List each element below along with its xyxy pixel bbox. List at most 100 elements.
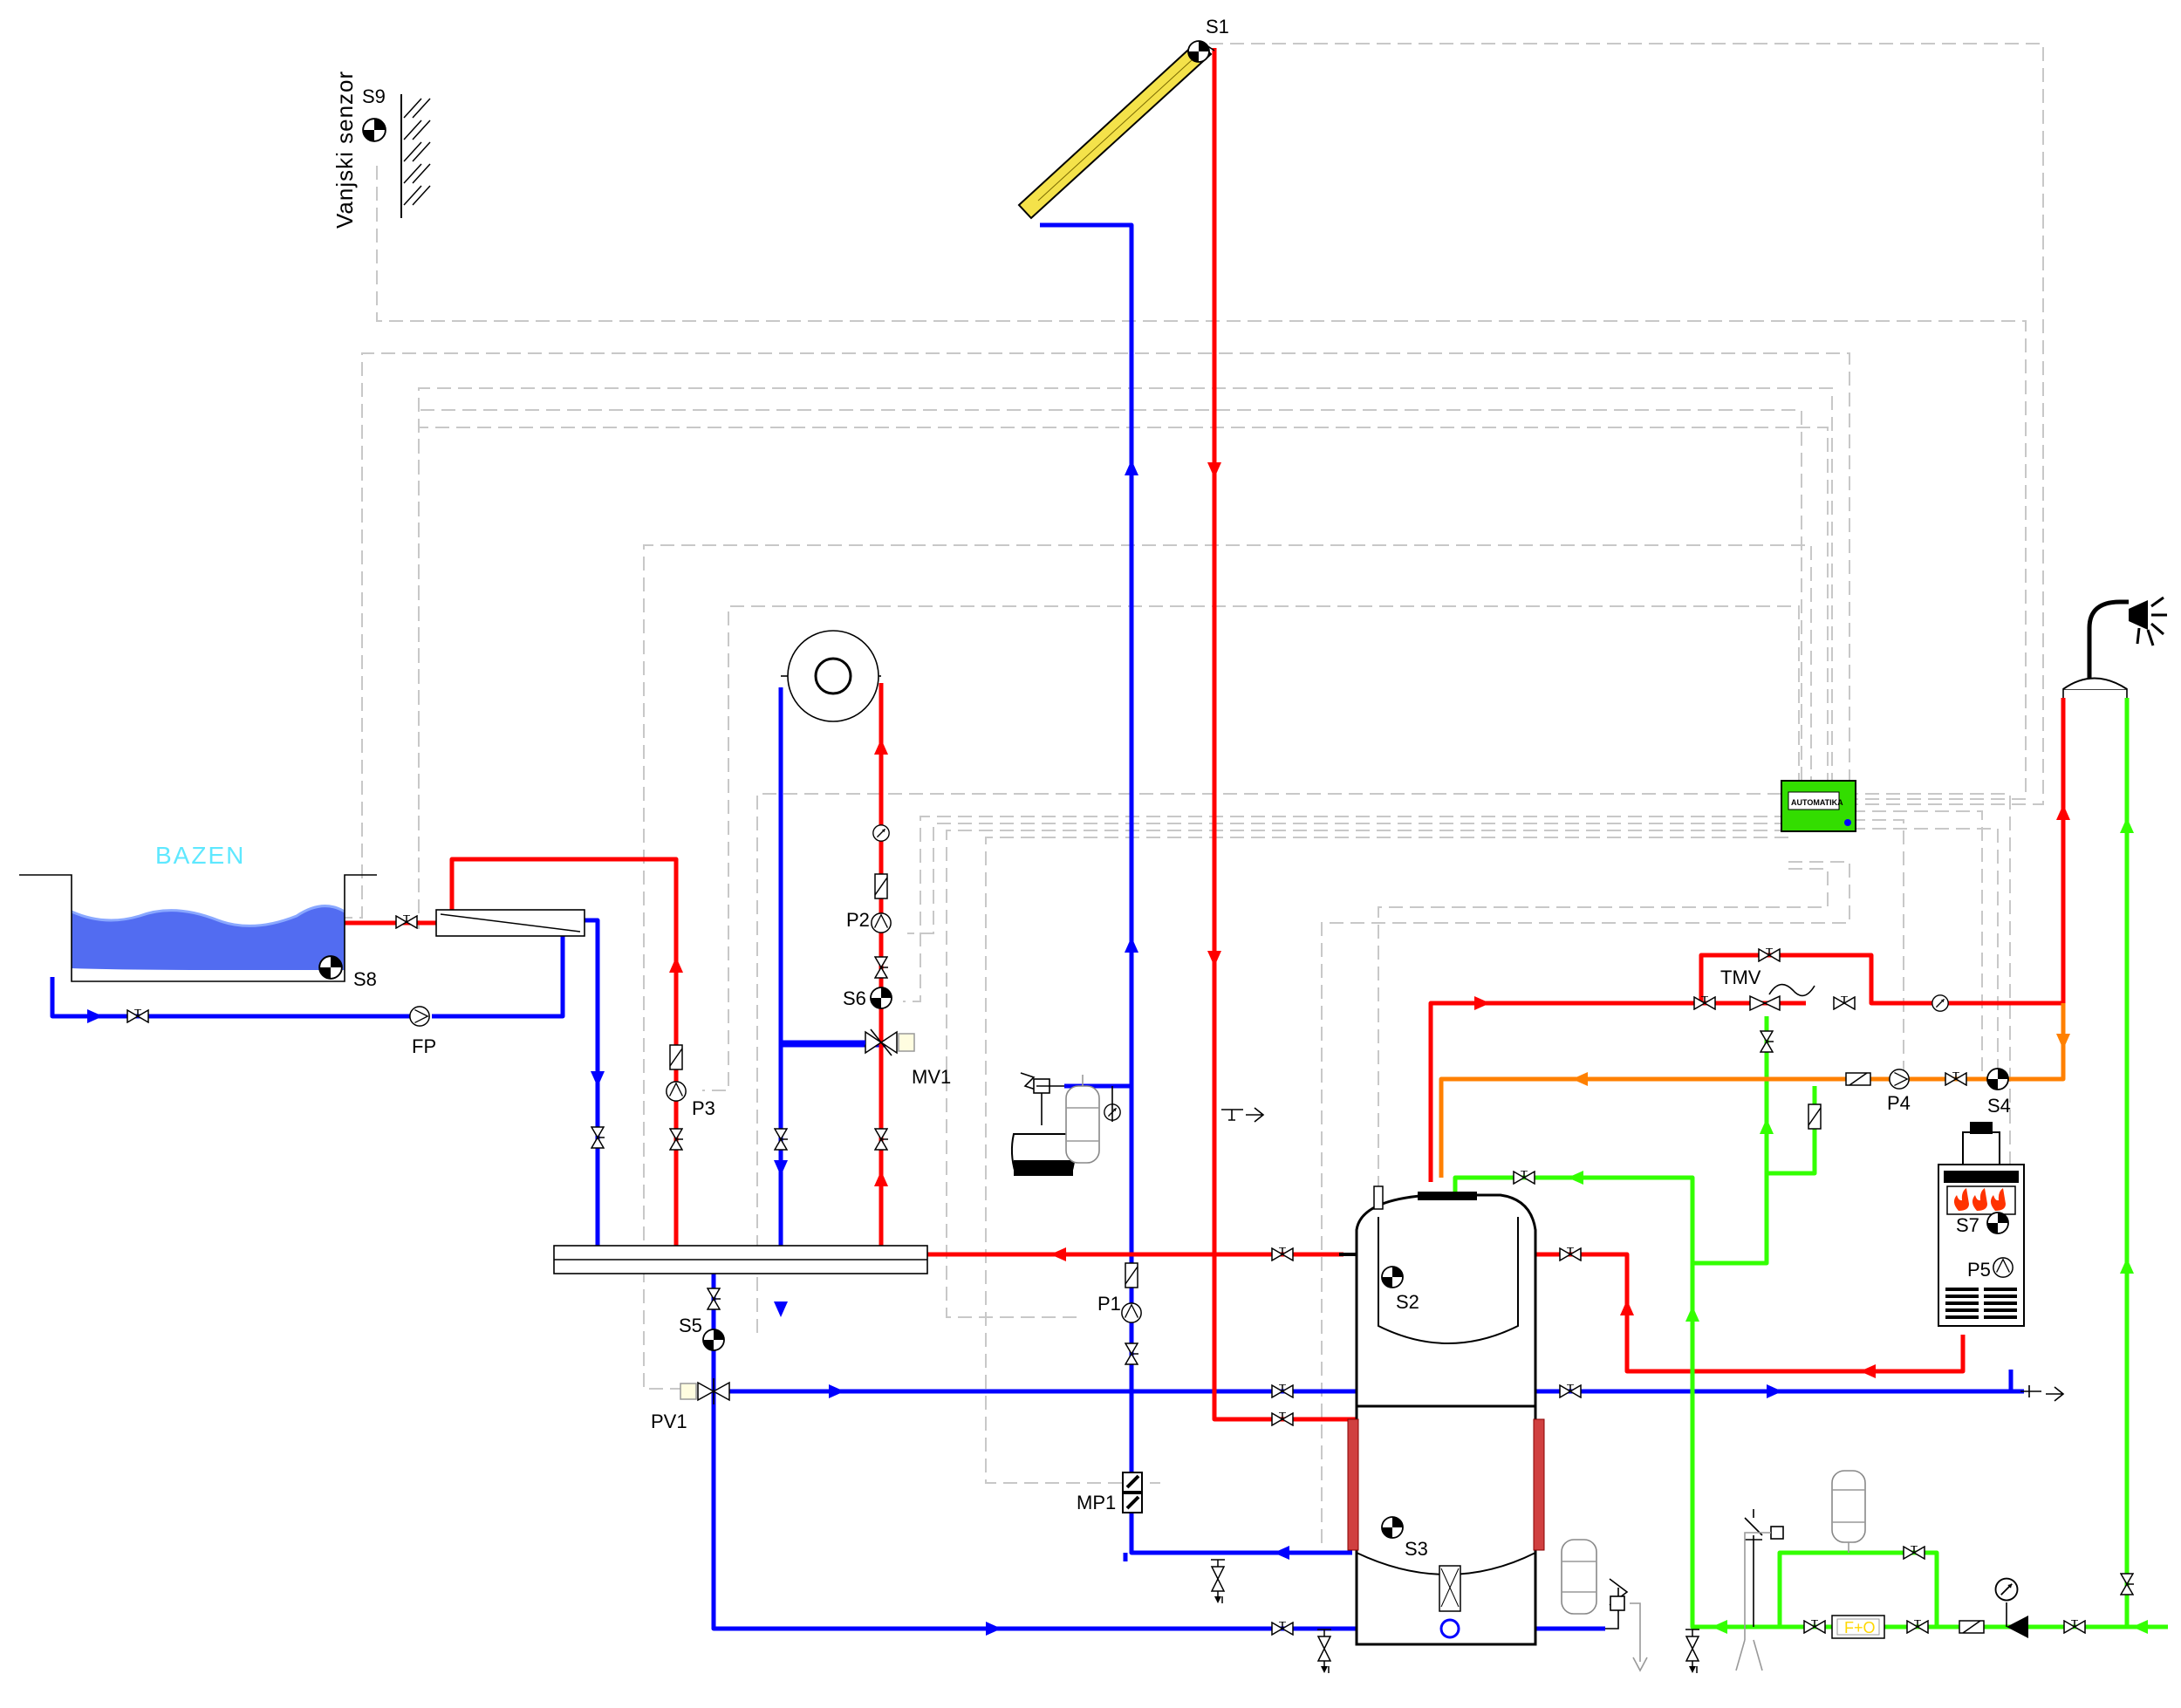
valve-icon [669,1128,683,1151]
manometer-icon [1931,994,1949,1012]
valve-icon [1271,1247,1294,1261]
solar-station: P1 MP1 [1010,1072,1143,1513]
shower [2062,596,2167,698]
label-s5: S5 [679,1315,702,1336]
pipes-potable [1453,698,2168,1629]
gas-boiler: S7 P5 [1938,1122,2025,1327]
label-tmv: TMV [1720,967,1761,988]
manifold [553,1245,928,1274]
sensor-s8-icon [318,955,343,980]
check-valve-icon [1125,1262,1138,1288]
label-pv1: PV1 [651,1411,687,1432]
sensor-s1-icon [1187,40,1210,63]
check-valve-icon [874,873,888,899]
solar-collector: S1 [1017,16,1229,220]
valve-icon [874,956,888,979]
valve-icon [1271,1384,1294,1398]
valve-icon [1903,1546,1925,1560]
valve-icon [1125,1342,1138,1365]
sensor-s5-icon [702,1329,725,1351]
sensor-s3-icon [1381,1516,1404,1539]
controller-label: AUTOMATIKA [1791,798,1843,807]
valve-icon [1758,948,1781,962]
drain-valve-icon [1685,1629,1700,1674]
sensor-s2-icon [1381,1266,1404,1288]
label-s3: S3 [1405,1538,1428,1560]
pump-p3-icon [666,1081,687,1102]
controller: AUTOMATIKA [1781,780,1856,832]
valve-icon [591,1126,605,1149]
check-valve-icon [669,1044,683,1070]
thermostatic-mixer: TMV [1720,967,1949,1012]
valve-icon [395,915,418,929]
label-p4: P4 [1887,1092,1911,1114]
cold-water-inlet: F+O [1735,1470,2028,1671]
valve-icon [1559,1384,1582,1398]
label-fp: FP [412,1035,436,1057]
pump-p5-icon [1993,1257,2013,1278]
tank-safety-group [1561,1539,1648,1672]
outdoor-sensor-label: Vanjski senzor [332,71,358,229]
floor-heating-loop [781,630,881,722]
valve-icon [2120,1573,2134,1595]
pool-diverter: S5 PV1 [651,1288,730,1432]
pool-heat-exchanger: FP [126,909,585,1057]
drain-valve-icon [1316,1629,1332,1674]
recirculation-components: P4 S4 [1808,1068,2011,1130]
label-s2: S2 [1396,1291,1419,1313]
check-valve-icon [1959,1620,1985,1634]
valve-icon [2063,1620,2086,1634]
inline-valves [1210,948,2134,1674]
pump-p1-icon [1121,1302,1142,1323]
heating-circuit-components: P3 P2 S6 MV1 [591,824,951,1151]
pipes-hot [345,48,2066,1422]
shower-icon [2136,596,2167,646]
valve-icon [707,1288,721,1310]
label-s8: S8 [353,968,377,990]
valve-icon [1760,1030,1774,1053]
valve-icon [1271,1622,1294,1636]
pipes-cold [50,222,2024,1631]
label-s4: S4 [1987,1095,2011,1117]
outdoor-sensor: Vanjski senzor S9 [332,71,431,229]
storage-tank: S2 S3 [1339,1185,1545,1646]
valve-icon [1513,1171,1535,1185]
check-valve-icon [1845,1072,1871,1086]
flame-icon [1953,1188,2006,1211]
gauge-label: F+O [1844,1619,1876,1636]
valve-icon [126,1009,149,1023]
manometer-icon [872,824,890,842]
flow-arrows [87,460,2148,1636]
check-valve-icon [1808,1103,1822,1130]
label-s1: S1 [1206,16,1229,38]
label-s6: S6 [843,987,866,1009]
label-p3: P3 [692,1097,715,1119]
manometer-icon [1994,1577,2019,1602]
label-p2: P2 [846,909,870,931]
valve-icon [774,1128,788,1151]
pool-label: BAZEN [155,842,245,869]
valve-icon [1559,1247,1582,1261]
valve-icon [1906,1620,1929,1634]
valve-icon [874,1128,888,1151]
sensor-s9-icon [362,118,386,142]
sensor-s7-icon [1986,1212,2009,1234]
pump-p2-icon [871,912,892,933]
valve-icon [1945,1072,1967,1086]
pool: BAZEN S8 [19,842,377,990]
sensor-s4-icon [1986,1068,2009,1090]
label-p5: P5 [1967,1259,1991,1281]
pump-p4-icon [1889,1069,1910,1090]
valve-icon [1803,1620,1826,1634]
drain-valve-icon [1210,1559,1226,1604]
label-p1: P1 [1097,1293,1121,1315]
valve-icon [1693,996,1716,1010]
sensor-s6-icon [870,987,892,1009]
label-s9: S9 [362,85,386,107]
label-mv1: MV1 [912,1066,951,1088]
label-s7: S7 [1956,1214,1979,1236]
label-mp1: MP1 [1077,1492,1116,1513]
pump-fp-icon [409,1006,430,1027]
valve-icon [1833,996,1856,1010]
